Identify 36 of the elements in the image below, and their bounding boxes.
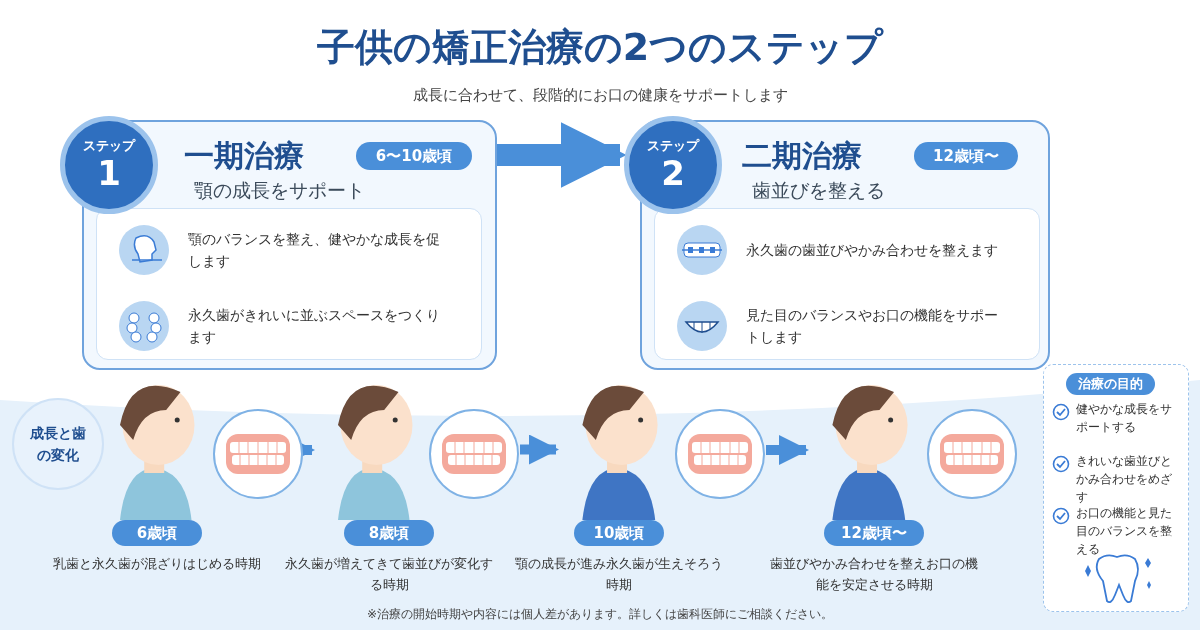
step-label: ステップ <box>83 137 135 156</box>
step-subtitle: 歯並びを整える <box>752 178 885 203</box>
age-badge: 6〜10歳頃 <box>356 142 472 170</box>
stage-description: 顎の成長が進み永久歯が生えそろう時期 <box>514 555 724 594</box>
bubble-text: 成長と歯の変化 <box>29 423 87 465</box>
feature-text: 見た目のバランスやお口の機能をサポートします <box>746 305 999 347</box>
step-number: 2 <box>661 155 685 193</box>
goal-text: きれいな歯並びとかみ合わせをめざす <box>1076 453 1173 506</box>
step-panel <box>640 120 1050 370</box>
step-number: 1 <box>97 155 121 193</box>
feature-text: 永久歯の歯並びやかみ合わせを整えます <box>746 240 999 260</box>
step-subtitle: 顎の成長をサポート <box>194 178 365 203</box>
step-title: 二期治療 <box>742 137 862 175</box>
age-badge: 12歳頃〜 <box>914 142 1018 170</box>
footnote: ※治療の開始時期や内容には個人差があります。詳しくは歯科医師にご相談ください。 <box>365 606 835 623</box>
arrow <box>497 122 627 188</box>
goal-panel <box>1043 364 1189 612</box>
feature-text: 顎のバランスを整え、健やかな成長を促します <box>188 229 441 271</box>
age-badge: 6歳頃 <box>112 520 202 546</box>
stage-description: 歯並びやかみ合わせを整えお口の機能を安定させる時期 <box>769 555 979 594</box>
age-badge: 12歳頃〜 <box>824 520 924 546</box>
goal-text: お口の機能と見た目のバランスを整える <box>1076 505 1173 558</box>
feature-text: 永久歯がきれいに並ぶスペースをつくります <box>188 305 441 347</box>
arrow <box>766 435 809 465</box>
age-badge: 10歳頃 <box>574 520 664 546</box>
stage-description: 乳歯と永久歯が混ざりはじめる時期 <box>52 555 262 573</box>
step-label: ステップ <box>647 137 699 156</box>
title: 子供の矯正治療の2つのステップ <box>315 24 885 71</box>
arrow <box>520 434 559 465</box>
age-badge: 8歳頃 <box>344 520 434 546</box>
step-panel <box>82 120 497 370</box>
goal-text: 健やかな成長をサポートする <box>1076 401 1173 436</box>
subtitle: 成長に合わせて、段階的にお口の健康をサポートします <box>411 86 789 105</box>
step-title: 一期治療 <box>184 137 304 175</box>
stage-description: 永久歯が増えてきて歯並びが変化する時期 <box>284 555 494 594</box>
goal-heading: 治療の目的 <box>1066 373 1155 395</box>
